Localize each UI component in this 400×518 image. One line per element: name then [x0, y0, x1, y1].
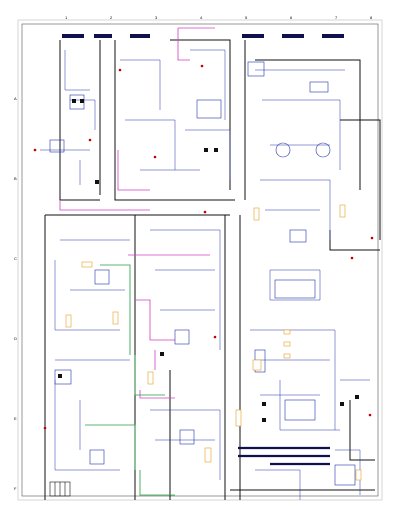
- sheet-outer-border: [17, 19, 383, 501]
- side-marker: E: [14, 416, 17, 421]
- side-marker: A: [14, 96, 17, 101]
- pink-nets: [59, 27, 215, 399]
- top-marker: 1: [65, 15, 68, 20]
- red-markers: [33, 64, 374, 430]
- bottom-left-connector: [49, 481, 71, 497]
- green-nets: [85, 264, 175, 496]
- top-marker: 5: [245, 15, 248, 20]
- top-marker: 7: [335, 15, 338, 20]
- top-marker: 2: [110, 15, 113, 20]
- top-marker: 8: [370, 15, 373, 20]
- component-marks: [58, 99, 359, 422]
- busbars: [238, 446, 330, 466]
- top-connectors: [62, 34, 344, 38]
- side-marker: D: [14, 336, 17, 341]
- side-marker: B: [14, 176, 17, 181]
- side-marker: F: [14, 486, 17, 491]
- side-marker: C: [14, 256, 17, 261]
- label-boxes: [65, 204, 362, 481]
- sheet-border: [21, 23, 379, 497]
- components: [49, 61, 356, 486]
- top-marker: 3: [155, 15, 158, 20]
- blue-wiring: [40, 49, 370, 500]
- frame-markers: 1 2 3 4 5 6 7 8 A B C D E F: [14, 15, 373, 491]
- top-marker: 4: [200, 15, 203, 20]
- top-marker: 6: [290, 15, 293, 20]
